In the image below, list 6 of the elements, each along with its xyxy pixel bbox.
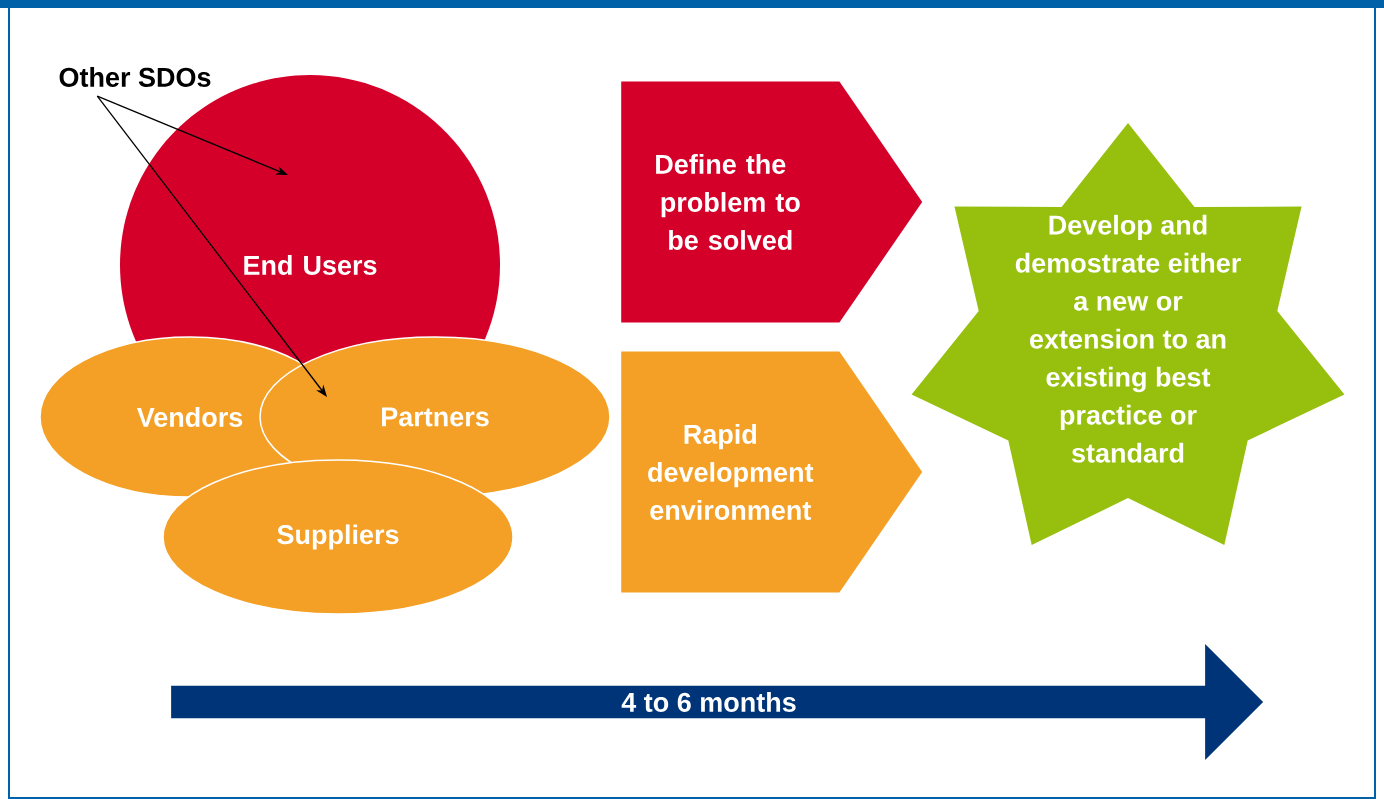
leader-arrow: [96, 95, 327, 397]
step-box: Rapid development environment: [621, 351, 923, 593]
step-box: Define the problem to be solved: [621, 81, 923, 323]
timeline-arrow: [171, 644, 1264, 760]
duration-label: 4 to 6 months: [621, 692, 796, 712]
outcome-star: Develop and demostrate either a new or extension to an existing best practice or standard: [911, 123, 1345, 545]
